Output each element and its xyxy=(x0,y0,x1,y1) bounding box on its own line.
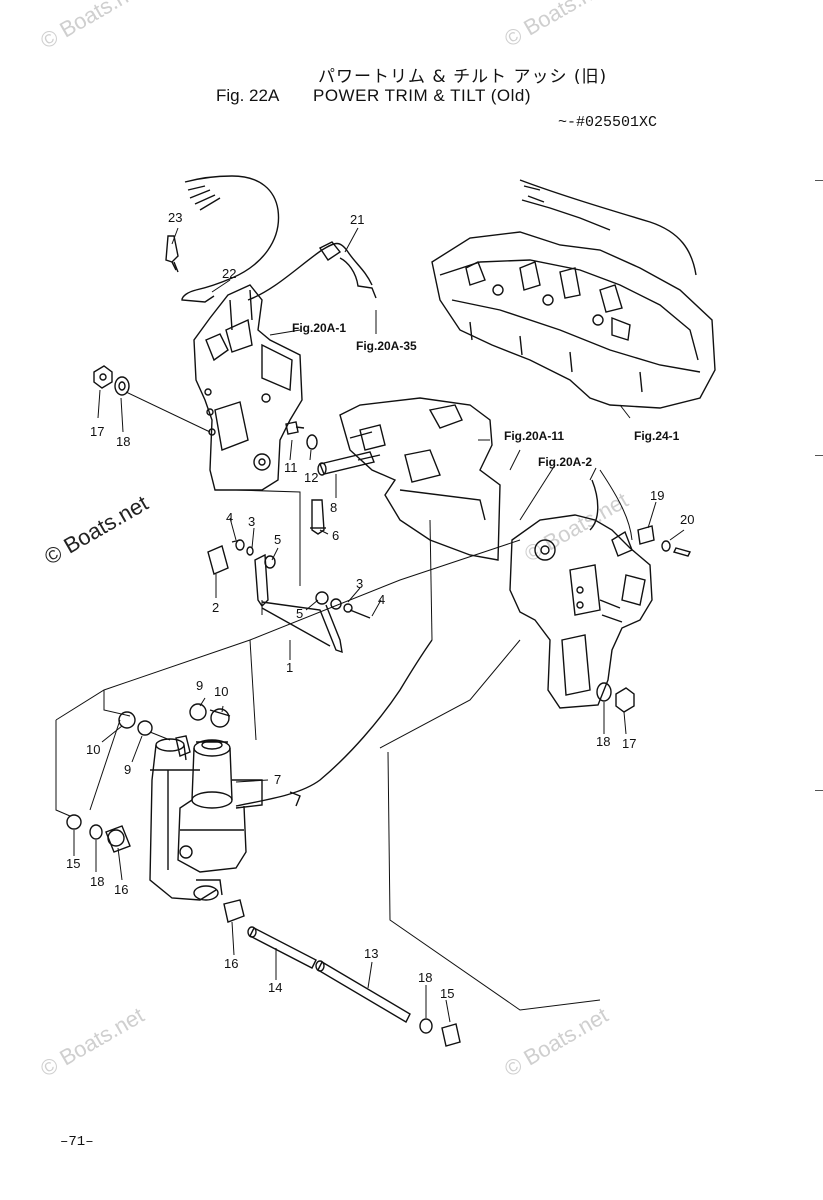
callout-17-right: 17 xyxy=(622,736,636,751)
edge-tick xyxy=(815,180,823,181)
center-swivel-bracket xyxy=(339,397,501,561)
callout-20: 20 xyxy=(680,512,694,527)
trim-tilt-unit xyxy=(149,639,433,901)
callout-3-bottom: 3 xyxy=(356,576,363,591)
callout-5-bottom: 5 xyxy=(296,606,303,621)
right-clamp-bracket xyxy=(509,479,653,709)
callout-17-left: 17 xyxy=(90,424,104,439)
ref-fig-20a-1: Fig.20A-1 xyxy=(292,321,346,335)
callout-12: 12 xyxy=(304,470,318,485)
callout-6: 6 xyxy=(332,528,339,543)
callout-22: 22 xyxy=(222,266,236,281)
callout-15-bottom: 15 xyxy=(440,986,454,1001)
callout-8: 8 xyxy=(330,500,337,515)
callout-16-center: 16 xyxy=(224,956,238,971)
callout-10-top: 10 xyxy=(214,684,228,699)
callout-21: 21 xyxy=(350,212,364,227)
title-japanese: パワートリム & チルト アッシ (旧) xyxy=(318,67,608,87)
ref-fig-24-1: Fig.24-1 xyxy=(634,429,680,443)
callout-4-top: 4 xyxy=(226,510,233,525)
callout-18-right: 18 xyxy=(596,734,610,749)
left-clamp-bracket xyxy=(193,284,303,491)
callout-10-left: 10 xyxy=(86,742,100,757)
callout-9-left: 9 xyxy=(124,762,131,777)
callout-1: 1 xyxy=(286,660,293,675)
callout-2: 2 xyxy=(212,600,219,615)
wiring-harness xyxy=(165,175,377,303)
callout-11: 11 xyxy=(284,460,298,475)
leader-lines xyxy=(55,391,633,1011)
callout-14: 14 xyxy=(268,980,282,995)
callout-pointers xyxy=(73,227,685,1023)
page-number: –71– xyxy=(60,1134,94,1150)
edge-tick xyxy=(815,790,823,791)
edge-tick xyxy=(815,455,823,456)
title-english: POWER TRIM & TILT (Old) xyxy=(313,86,532,105)
callout-23: 23 xyxy=(168,210,182,225)
ref-fig-20a-35: Fig.20A-35 xyxy=(356,339,417,353)
callout-18-left: 18 xyxy=(116,434,130,449)
ref-fig-20a-11: Fig.20A-11 xyxy=(504,429,564,443)
callout-16-left: 16 xyxy=(114,882,128,897)
callout-7: 7 xyxy=(274,772,281,787)
serial-range: ~-#025501XC xyxy=(558,114,658,131)
callout-9-top: 9 xyxy=(196,678,203,693)
callout-4-bottom: 4 xyxy=(378,592,385,607)
small-parts xyxy=(66,261,692,1047)
callout-5-top: 5 xyxy=(274,532,281,547)
figure-references: Fig.20A-1 Fig.20A-35 Fig.20A-11 Fig.20A-… xyxy=(292,321,680,469)
callout-labels: 23 22 21 17 18 11 12 8 6 4 3 5 2 5 3 4 1… xyxy=(66,210,694,1001)
callout-18-bottom: 18 xyxy=(418,970,432,985)
callout-19: 19 xyxy=(650,488,664,503)
engine-mount-assembly xyxy=(431,179,716,409)
callout-13: 13 xyxy=(364,946,378,961)
callout-13-left: 18 xyxy=(90,874,104,889)
ref-fig-20a-2: Fig.20A-2 xyxy=(538,455,592,469)
callout-15-left: 15 xyxy=(66,856,80,871)
callout-3-top: 3 xyxy=(248,514,255,529)
figure-number: Fig. 22A xyxy=(216,86,280,105)
